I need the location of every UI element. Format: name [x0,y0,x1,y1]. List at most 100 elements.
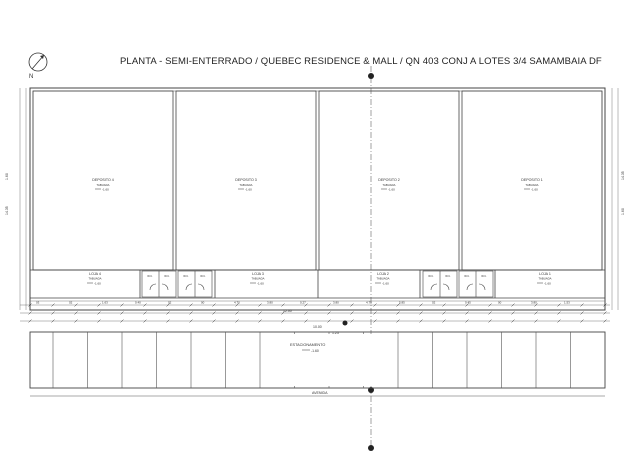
dimension-tick [120,303,124,307]
dimension-tick [281,303,285,307]
dimension-tick [534,311,538,315]
dimension-tick [143,319,147,323]
deposit-sub: TABUADA [239,183,252,187]
shop-sub: TABUADA [251,277,264,281]
parking-label: ESTACIONAMENTO [290,343,325,347]
dimension-tick [235,319,239,323]
dimension-tick [442,319,446,323]
dimension-tick [465,319,469,323]
deposit-name: DEPOSITO 4 [92,178,114,182]
dimension-label: 4.75 [366,301,372,305]
dimension-tick [350,303,354,307]
dimension-tick [327,303,331,307]
wc-label: W.C. [200,274,206,278]
dimension-lines [19,88,619,322]
dimension-label: 02 [69,301,73,305]
deposit-sub: TABUADA [382,183,395,187]
dimension-label: 5.85 [399,301,405,305]
dimension-tick [304,303,308,307]
shop-name: LOJA 1 [539,272,551,276]
parking-area [29,331,606,389]
dimension-tick [465,303,469,307]
dimension-tick [97,311,101,315]
dimension-label: 02 [432,301,436,305]
dimension-tick [534,319,538,323]
dimension-label: 00 [498,301,502,305]
dimension-tick [304,319,308,323]
deposit-level: -1.60 [102,188,109,192]
dimension-label: 1.63 [102,301,108,305]
dimension-tick [258,319,262,323]
dim-right-upper: 14.35 [621,171,625,180]
dimension-tick [373,303,377,307]
dimension-tick [258,303,262,307]
dimension-tick [442,311,446,315]
dimension-tick [580,303,584,307]
dimension-tick [396,311,400,315]
dimension-tick [120,311,124,315]
wc-label: W.C. [147,274,153,278]
shop-level: -1.60 [544,282,551,286]
dimension-tick [580,311,584,315]
shop-walls [139,270,496,298]
dimension-tick [120,319,124,323]
shop-sub: TABUADA [88,277,101,281]
dimension-tick [51,303,55,307]
dimension-tick [74,311,78,315]
building-outline-inner [32,90,603,271]
section-axis [342,66,374,451]
deposit-name: DEPOSITO 1 [521,178,543,182]
dimension-tick [74,303,78,307]
dimension-label: 3.80 [267,301,273,305]
shop-name: LOJA 3 [252,272,264,276]
wc-label: W.C. [445,274,451,278]
plan-title: PLANTA - SEMI-ENTERRADO / QUEBEC RESIDEN… [120,56,602,67]
dimension-tick [465,311,469,315]
deposit-sub: TABUADA [525,183,538,187]
dimension-tick [327,311,331,315]
dimension-tick [350,319,354,323]
wc-label: W.C. [428,274,434,278]
dimension-tick [189,319,193,323]
dim-center-c: 1.23 [332,331,339,335]
dim-center-b: 10.00 [313,325,322,329]
dimension-tick [557,311,561,315]
dim-left-upper: 1.60 [5,173,9,180]
dimension-tick [281,311,285,315]
dimension-tick [373,319,377,323]
dimension-tick [74,319,78,323]
deposit-name: DEPOSITO 2 [378,178,400,182]
dimension-tick [603,311,607,315]
dimension-tick [534,303,538,307]
dimension-tick [281,319,285,323]
wc-blocks [141,270,494,298]
deposit-name: DEPOSITO 3 [235,178,257,182]
dimension-tick [511,319,515,323]
dimension-tick [143,303,147,307]
dimension-tick [212,311,216,315]
dimension-tick [97,319,101,323]
wc-label: W.C. [164,274,170,278]
dimension-tick [350,311,354,315]
shop-name: LOJA 2 [377,272,389,276]
dimension-label: 3.80 [531,301,537,305]
deposit-rooms [32,90,603,271]
dimension-tick [235,303,239,307]
parking-level: -1.60 [311,349,319,353]
north-label: N [29,74,33,80]
deposit-level: -1.60 [531,188,538,192]
dimension-tick [396,319,400,323]
dimension-tick [442,303,446,307]
dimension-tick [28,319,32,323]
dimension-tick [488,311,492,315]
dimension-tick [396,303,400,307]
dimension-label: 0.27 [300,301,306,305]
shop-level: -1.60 [382,282,389,286]
dimension-label: 0.40 [135,301,141,305]
dimension-label: 00 [201,301,205,305]
dimension-tick [51,319,55,323]
shop-level: -1.60 [94,282,101,286]
dimension-tick [419,311,423,315]
dimension-tick [166,319,170,323]
